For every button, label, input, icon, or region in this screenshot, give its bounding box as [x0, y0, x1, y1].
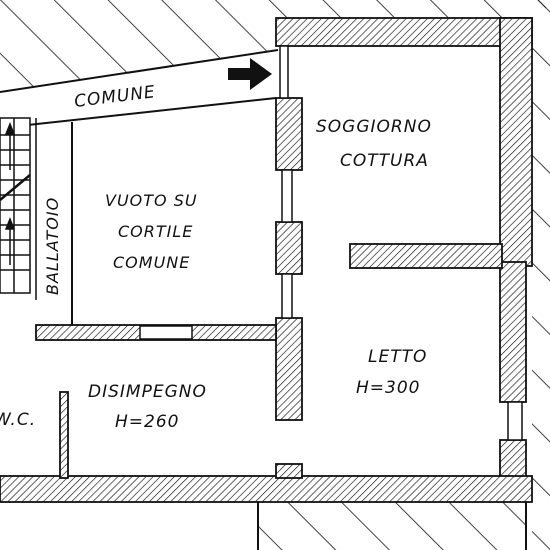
label-vuoto-3: COMUNE: [113, 253, 190, 272]
corridor-lower-line: [0, 97, 277, 129]
label-vuoto-1: VUOTO SU: [105, 191, 198, 210]
label-letto-height: H=300: [356, 378, 420, 398]
label-wc: W.C.: [0, 410, 36, 430]
label-ballatoio: BALLATOIO: [43, 197, 62, 295]
label-soggiorno: SOGGIORNO: [316, 117, 432, 137]
exterior-hatch-bottom: [258, 500, 526, 550]
walls: [0, 17, 533, 503]
label-comune: COMUNE: [73, 82, 157, 112]
exterior-hatch-top: [0, 0, 550, 92]
corridor-upper-line: [0, 49, 279, 93]
label-disimpegno: DISIMPEGNO: [88, 382, 207, 402]
label-disimpegno-height: H=260: [115, 412, 179, 432]
label-cottura: COTTURA: [340, 151, 429, 171]
openings: [139, 45, 523, 441]
exterior-hatch-right: [532, 0, 550, 550]
label-vuoto-2: CORTILE: [118, 222, 193, 241]
arrow-right-icon: [228, 58, 272, 90]
staircase-icon: [0, 117, 31, 294]
label-letto: LETTO: [368, 347, 427, 367]
